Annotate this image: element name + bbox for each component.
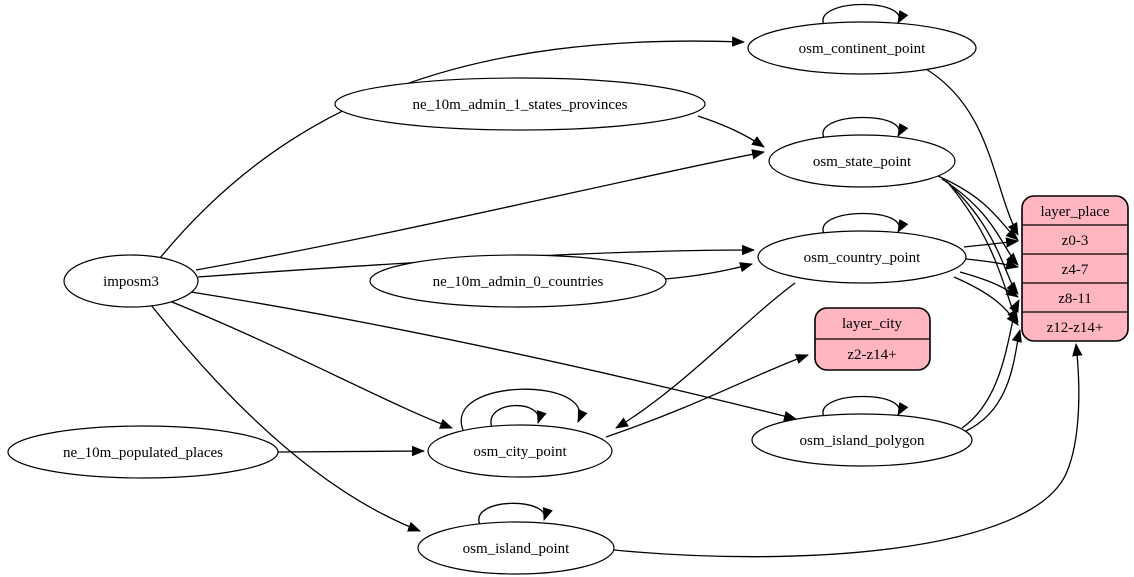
edge-imposm3-to-osm_city_point <box>171 301 453 429</box>
edge-osm_country_point-to-layer_place-z8-11 <box>959 271 1019 298</box>
node-shape <box>369 254 667 308</box>
edge-osm_country_point-to-layer_place-z12-z14 <box>953 276 1019 326</box>
table-row-z2-z14: z2-z14+ <box>847 347 896 363</box>
node-label: osm_state_point <box>813 154 912 170</box>
table-row-z4-7: z4-7 <box>1062 262 1089 278</box>
node-shape <box>757 230 967 284</box>
table-title: layer_city <box>842 316 902 332</box>
edge-ne_10m_admin_0_countries-to-osm_country_point <box>664 262 754 280</box>
table-row-z8-11: z8-11 <box>1058 291 1092 307</box>
node-label: osm_island_point <box>463 541 571 557</box>
edge-osm_island_polygon-to-layer_place-z8-11 <box>961 299 1020 429</box>
table-row-z12-z14: z12-z14+ <box>1047 320 1104 336</box>
edge-imposm3-to-osm_island_point <box>150 304 421 532</box>
node-shape <box>747 21 977 75</box>
edge-self-osm_city_point-inner <box>490 404 547 429</box>
edge-osm_state_point-to-layer_place-z8-11 <box>945 180 1019 295</box>
table-layer-place: layer_place z0-3 z4-7 z8-11 z12-z14+ <box>1021 195 1129 342</box>
edge-osm_continent_point-to-layer_place-z0-3 <box>925 68 1019 236</box>
edge-osm_country_point-to-layer_place-z0-3 <box>963 237 1020 248</box>
node-label: osm_country_point <box>804 250 921 266</box>
node-label: osm_island_polygon <box>799 433 925 449</box>
node-shape <box>334 77 706 131</box>
node-label: ne_10m_admin_1_states_provinces <box>413 97 628 113</box>
edge-self-osm_island_polygon <box>822 395 909 418</box>
edge-ne_10m_populated_places-to-osm_city_point <box>277 445 426 457</box>
node-imposm3: imposm3 <box>63 254 199 308</box>
edge-osm_island_polygon-to-layer_place-z12-z14 <box>965 328 1022 432</box>
node-label: osm_city_point <box>473 444 567 460</box>
node-ne-10m-admin-1-states-provinces: ne_10m_admin_1_states_provinces <box>334 77 706 131</box>
node-osm-continent-point: osm_continent_point <box>747 21 977 75</box>
node-label: osm_continent_point <box>799 41 926 57</box>
node-ne-10m-populated-places: ne_10m_populated_places <box>7 425 279 479</box>
edge-osm_state_point-to-layer_place-z4-7 <box>941 178 1019 266</box>
edge-self-osm_city_point-outer <box>460 388 588 431</box>
table-row-z0-3: z0-3 <box>1062 233 1089 249</box>
node-shape <box>751 413 973 467</box>
node-shape <box>7 425 279 479</box>
node-shape <box>768 134 956 188</box>
node-label: ne_10m_populated_places <box>63 445 223 461</box>
edges <box>150 3 1083 558</box>
edge-self-osm_continent_point <box>822 3 909 26</box>
edge-self-osm_island_point <box>478 502 553 526</box>
node-osm-state-point: osm_state_point <box>768 134 956 188</box>
node-ne-10m-admin-0-countries: ne_10m_admin_0_countries <box>369 254 667 308</box>
edge-imposm3-to-osm_continent_point <box>159 36 746 259</box>
table-layer-city: layer_city z2-z14+ <box>814 307 931 371</box>
edge-imposm3-to-osm_island_polygon <box>190 291 798 422</box>
node-label: imposm3 <box>103 274 159 290</box>
node-shape <box>63 254 199 308</box>
edge-osm_state_point-to-layer_place-z0-3 <box>937 175 1019 241</box>
table-title: layer_place <box>1040 204 1109 220</box>
node-shape <box>417 521 615 575</box>
edge-osm_country_point-to-osm_city_point <box>615 282 796 429</box>
edge-ne_10m_admin_1_states_provinces-to-osm_state_point <box>697 115 765 148</box>
edge-self-osm_country_point <box>822 212 909 235</box>
edge-self-osm_state_point <box>822 116 909 139</box>
edge-osm_city_point-to-layer_city-z2-z14 <box>605 354 809 438</box>
node-osm-island-polygon: osm_island_polygon <box>751 413 973 467</box>
node-label: ne_10m_admin_0_countries <box>433 274 604 290</box>
node-osm-city-point: osm_city_point <box>427 424 613 478</box>
node-osm-island-point: osm_island_point <box>417 521 615 575</box>
table-shape <box>1021 195 1129 342</box>
node-osm-country-point: osm_country_point <box>757 230 967 284</box>
edge-imposm3-to-osm_state_point <box>195 149 766 271</box>
node-shape <box>427 424 613 478</box>
edge-osm_island_point-to-layer_place-z12-z14 <box>613 342 1083 558</box>
edge-osm_country_point-to-layer_place-z4-7 <box>965 258 1020 270</box>
